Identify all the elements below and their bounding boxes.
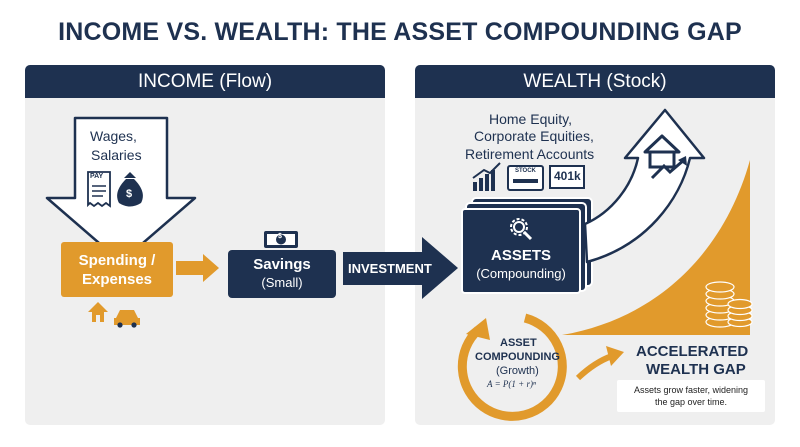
income-header: INCOME (Flow) [25, 65, 385, 98]
compounding-line3: (Growth) [496, 365, 539, 377]
assets-title: ASSETS [490, 247, 551, 264]
page-title: INCOME VS. WEALTH: THE ASSET COMPOUNDING… [58, 18, 742, 46]
gap-note-line2: the gap over time. [654, 397, 728, 407]
assets-box: ASSETS (Compounding) [461, 208, 581, 294]
spending-line1: Spending / [78, 252, 156, 269]
retirement-icon-label: 401k [554, 169, 581, 183]
stock-certificate-label: STOCK [515, 168, 536, 174]
compounding-line1: ASSET [500, 337, 537, 349]
money-bag-symbol: $ [126, 188, 133, 200]
asset-type-equities: Corporate Equities, [474, 128, 594, 144]
gear-magnifier-icon [510, 218, 533, 241]
asset-type-retirement: Retirement Accounts [465, 146, 595, 162]
asset-type-home: Home Equity, [489, 111, 572, 127]
compounding-formula: A = P(1 + r)ⁿ [487, 379, 536, 389]
wealth-header: WEALTH (Stock) [415, 65, 775, 98]
gap-note-line1: Assets grow faster, widening [633, 385, 749, 395]
pay-stub-label: PAY [90, 173, 104, 180]
wages-line2: Salaries [91, 147, 142, 163]
savings-box: Savings (Small) [228, 250, 336, 298]
gap-note-box: Assets grow faster, widening the gap ove… [617, 380, 765, 412]
spending-line2: Expenses [81, 271, 153, 288]
compounding-line2: COMPOUNDING [475, 351, 560, 363]
gap-title-line2: WEALTH GAP [646, 361, 746, 378]
investment-label: INVESTMENT [348, 261, 432, 276]
dollar-bill-symbol: $ [278, 233, 282, 240]
savings-subtitle: (Small) [261, 275, 303, 290]
wages-line1: Wages, [90, 128, 137, 144]
gap-title-line1: ACCELERATED [636, 343, 749, 360]
spending-box: Spending / Expenses [61, 242, 173, 297]
assets-subtitle: (Compounding) [476, 266, 566, 281]
savings-title: Savings [253, 256, 311, 273]
